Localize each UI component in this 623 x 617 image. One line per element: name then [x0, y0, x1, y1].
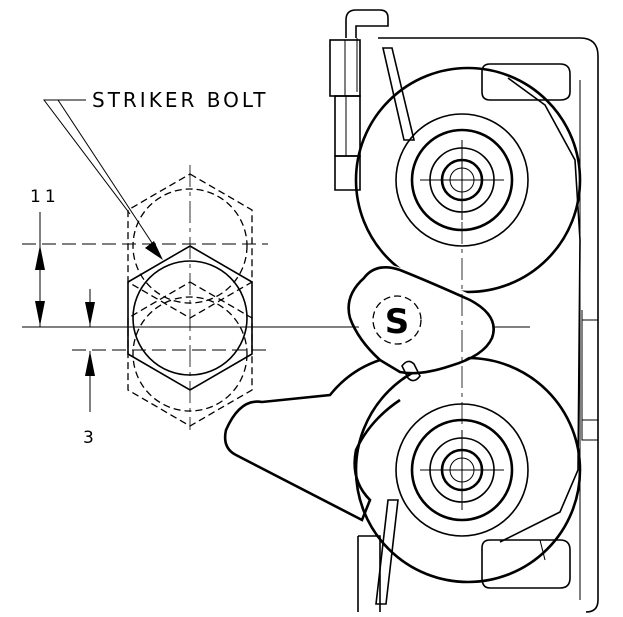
upper-roller-outer	[354, 66, 582, 294]
lower-link-arm	[375, 499, 399, 605]
striker-leader	[42, 99, 163, 260]
lower-slot	[481, 539, 571, 589]
dim-3-label: 3	[83, 428, 97, 448]
pivot-dashed-circle	[372, 295, 422, 345]
dim-3-arrow-top	[85, 302, 95, 326]
striker-bolt-label: STRIKER BOLT	[92, 88, 268, 112]
housing-contour	[499, 77, 581, 543]
dim-3-arrow-bottom	[85, 351, 95, 376]
striker-bolt-views	[127, 165, 253, 430]
latch-assembly: S	[223, 9, 599, 613]
upper-link-arm	[381, 47, 416, 141]
release-lever-edge	[235, 454, 363, 521]
top-hook	[345, 9, 389, 38]
rail-right-inner	[581, 310, 598, 441]
pivot-s-mark: S	[385, 302, 410, 342]
dim-11-label: 11	[30, 187, 60, 207]
lower-slot-tab	[539, 539, 546, 561]
cam-mask	[346, 263, 494, 372]
leader-line-a	[42, 99, 131, 215]
upper-roller-rim	[395, 113, 529, 247]
bracket-middle	[334, 95, 361, 157]
bracket-lower	[334, 155, 361, 191]
leader-line-b	[57, 99, 159, 253]
release-lever	[223, 358, 401, 522]
dim-11-arrow-top	[35, 245, 45, 270]
latch-cam	[347, 266, 495, 375]
leader-arrowhead	[145, 241, 163, 260]
housing-plate	[378, 37, 599, 613]
cam-slot	[401, 360, 421, 382]
bottom-bracket	[357, 535, 381, 612]
upper-slot	[481, 63, 571, 101]
dim-11-arrow-bottom	[35, 301, 45, 326]
